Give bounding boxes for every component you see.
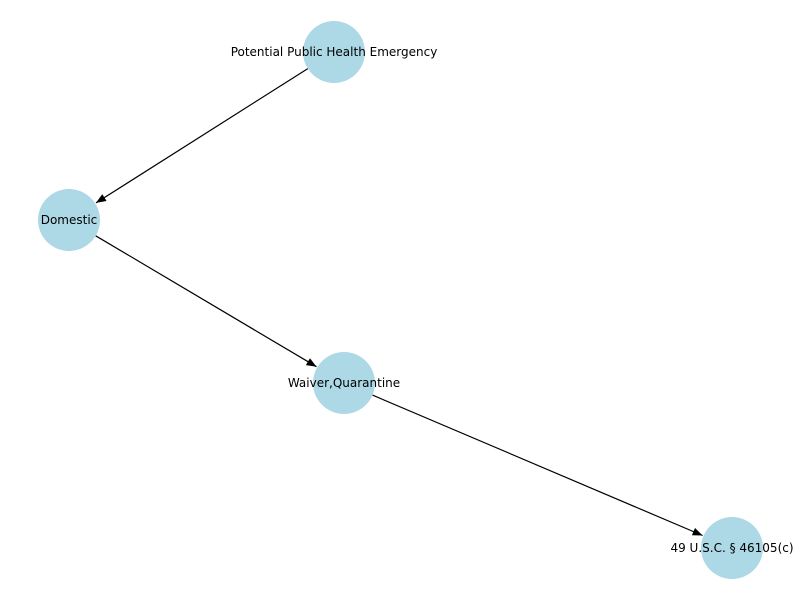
node-label: 49 U.S.C. § 46105(c) xyxy=(670,541,793,555)
node-label: Potential Public Health Emergency xyxy=(231,45,438,59)
node-n1[interactable]: Potential Public Health Emergency xyxy=(231,21,438,83)
node-n3[interactable]: Waiver,Quarantine xyxy=(288,352,400,414)
node-circle xyxy=(38,189,100,251)
nodes: Potential Public Health Emergency Domest… xyxy=(38,21,794,579)
node-n2[interactable]: Domestic xyxy=(38,189,100,251)
node-circle xyxy=(303,21,365,83)
edge-n1-n2 xyxy=(95,68,309,204)
node-label: Waiver,Quarantine xyxy=(288,376,400,390)
edges xyxy=(95,68,703,537)
edge-n3-n4 xyxy=(372,394,703,537)
edge-n2-n3 xyxy=(95,235,317,368)
node-circle xyxy=(313,352,375,414)
node-n4[interactable]: 49 U.S.C. § 46105(c) xyxy=(670,517,794,579)
node-label: Domestic xyxy=(41,213,98,227)
node-circle xyxy=(701,517,763,579)
